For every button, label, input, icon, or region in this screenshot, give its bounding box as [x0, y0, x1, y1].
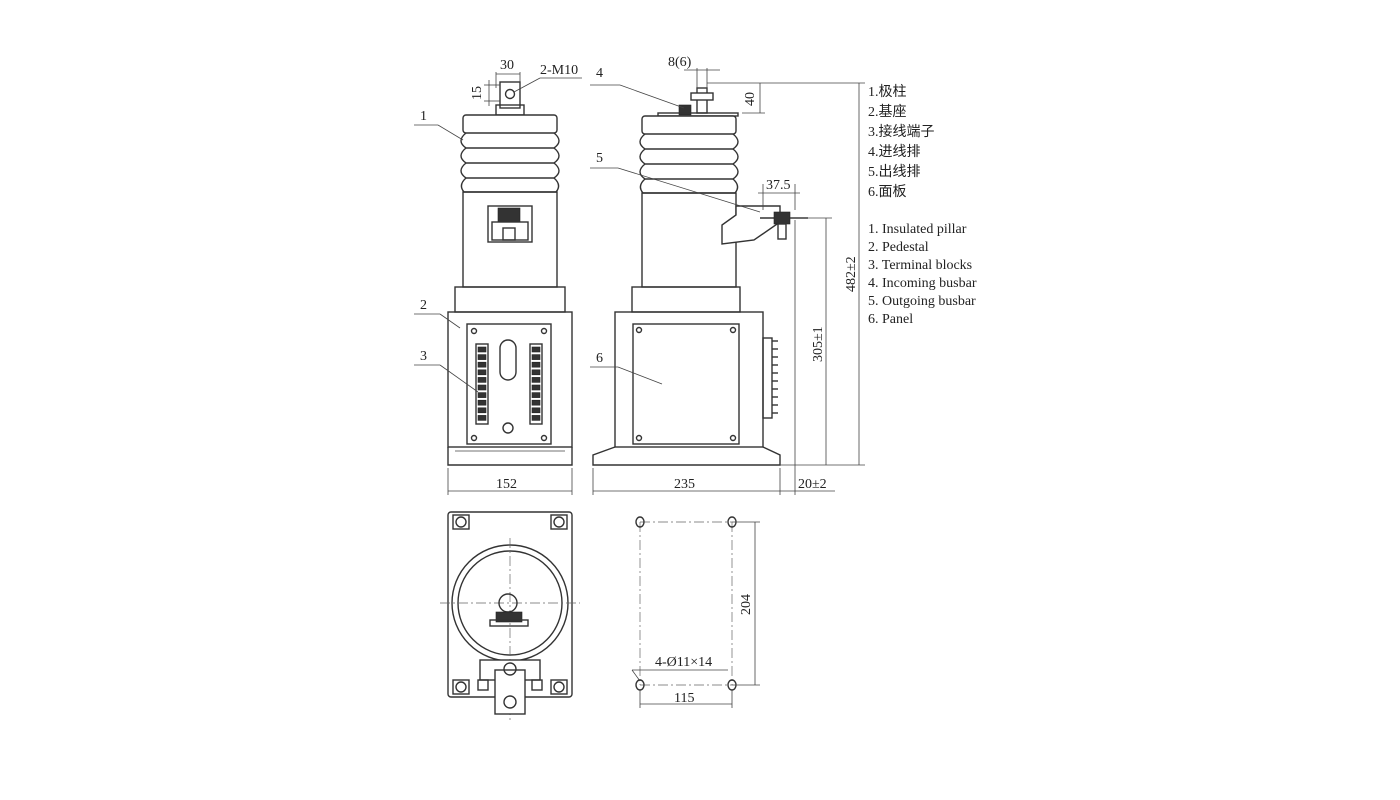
dim-235: 235 [674, 477, 695, 492]
terminal-screw [531, 346, 541, 353]
dim-8-6: 8(6) [668, 55, 692, 70]
callout-6: 6 [596, 351, 603, 366]
terminal-screw [531, 369, 541, 376]
terminal-screw [477, 407, 487, 414]
dim-482: 482±2 [844, 256, 859, 292]
terminal-screw [477, 399, 487, 406]
terminal-screw [531, 407, 541, 414]
dim-305: 305±1 [811, 326, 826, 362]
dimension-lines [447, 68, 865, 708]
terminal-screw [477, 384, 487, 391]
terminal-screw [531, 392, 541, 398]
terminal-screw [477, 392, 487, 398]
dim-204: 204 [739, 594, 754, 615]
callout-5: 5 [596, 151, 603, 166]
legend-cn-item: 1.极柱 [868, 84, 907, 100]
terminal-screw [477, 415, 487, 421]
mounting-hole-pattern [635, 516, 737, 691]
legend-cn-item: 5.出线排 [868, 164, 921, 180]
dim-15: 15 [470, 86, 485, 100]
dim-40: 40 [743, 92, 758, 106]
legend-en-item: 3. Terminal blocks [868, 258, 972, 273]
callout-2: 2 [420, 298, 427, 313]
legend-en-item: 4. Incoming busbar [868, 276, 977, 291]
legend-en-item: 2. Pedestal [868, 240, 929, 255]
legend-en-item: 5. Outgoing busbar [868, 294, 976, 309]
legend-cn-item: 2.基座 [868, 103, 907, 120]
dim-37-5: 37.5 [766, 178, 791, 193]
legend-cn-item: 6.面板 [868, 184, 907, 200]
dim-holes: 4-Ø11×14 [655, 655, 712, 670]
callout-4: 4 [596, 66, 603, 81]
legend-cn-item: 4.进线排 [868, 144, 921, 160]
terminal-screw [477, 361, 487, 368]
callout-leaders [414, 84, 761, 393]
legend-en-item: 1. Insulated pillar [868, 222, 967, 237]
front-view [447, 81, 573, 466]
terminal-screw [477, 377, 487, 383]
dim-2-m10: 2-M10 [540, 63, 578, 78]
legend-en-item: 6. Panel [868, 312, 913, 327]
terminal-screw [531, 354, 541, 360]
terminal-screw [477, 369, 487, 376]
legend-cn-item: 3.接线端子 [868, 123, 935, 140]
dim-20: 20±2 [798, 477, 827, 492]
dim-30: 30 [500, 58, 514, 73]
dim-115: 115 [674, 691, 694, 706]
side-view [592, 87, 808, 466]
legend-english: 1. Insulated pillar 2. Pedestal 3. Termi… [868, 222, 977, 327]
terminal-screw [531, 399, 541, 406]
terminal-screw [531, 415, 541, 421]
callout-3: 3 [420, 349, 427, 364]
terminal-screw [531, 377, 541, 383]
top-view [440, 511, 580, 720]
legend-chinese: 1.极柱 2.基座 3.接线端子 4.进线排 5.出线排 6.面板 [868, 84, 935, 200]
dim-152: 152 [496, 477, 517, 492]
terminal-screw [531, 384, 541, 391]
terminal-screw [477, 354, 487, 360]
terminal-screw [531, 361, 541, 368]
callout-1: 1 [420, 109, 427, 124]
terminal-screw [477, 346, 487, 353]
